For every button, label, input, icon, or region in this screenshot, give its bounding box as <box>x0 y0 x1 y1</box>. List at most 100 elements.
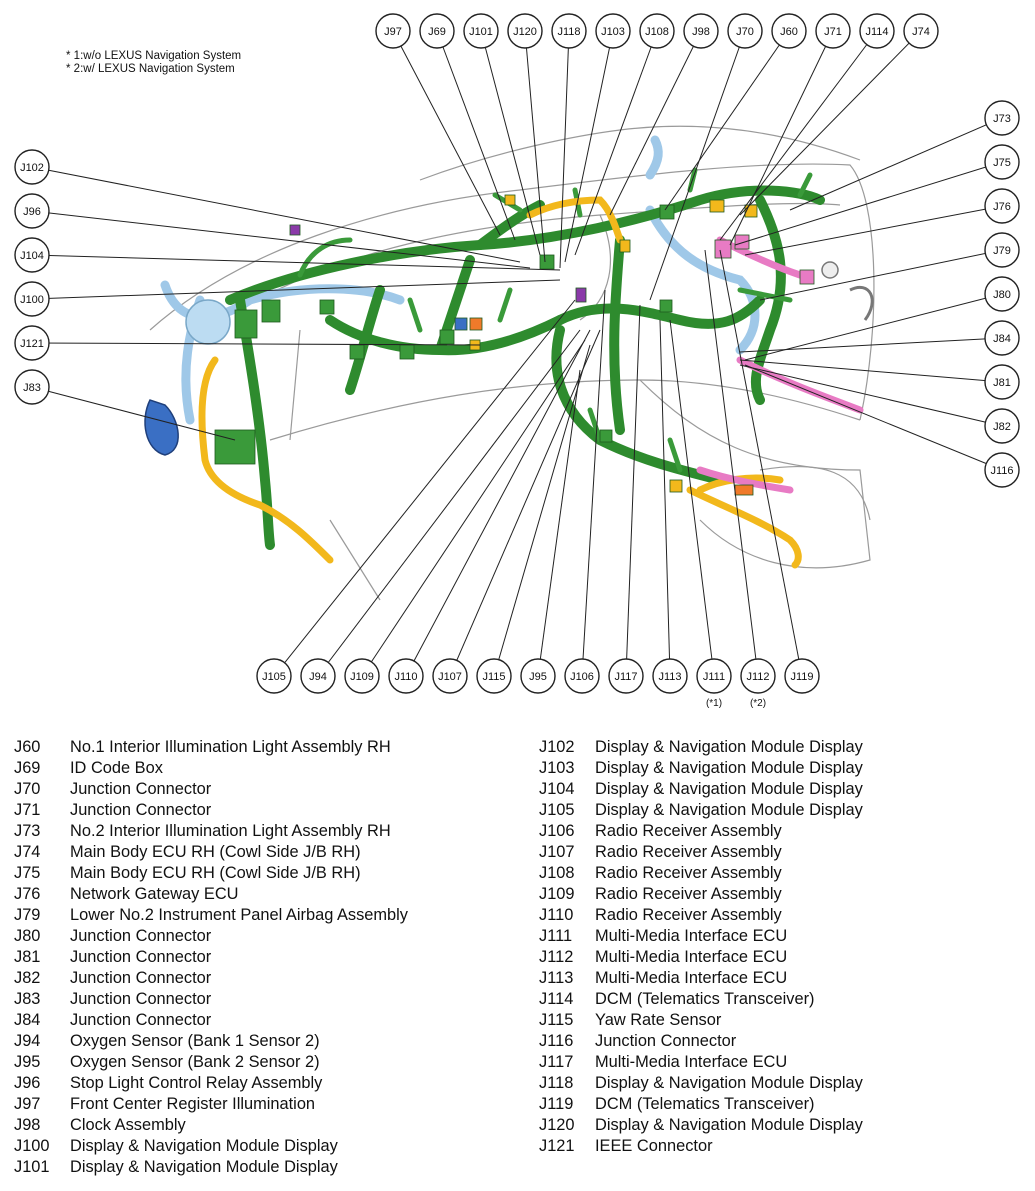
callout-label-j80: J80 <box>993 289 1011 301</box>
legend-code: J101 <box>14 1158 50 1176</box>
callout-label-j107: J107 <box>438 671 462 683</box>
legend-description: Junction Connector <box>70 948 212 966</box>
callout-circle-j106 <box>564 658 600 694</box>
callout-circle-j109 <box>344 658 380 694</box>
legend-description: Oxygen Sensor (Bank 1 Sensor 2) <box>70 1032 320 1050</box>
callout-label-j104: J104 <box>20 250 44 262</box>
right-pipe <box>849 285 874 321</box>
legend-row: J113 Multi-Media Interface ECU <box>539 968 863 989</box>
legend-description: Multi-Media Interface ECU <box>595 969 788 987</box>
yellow-harness <box>198 196 802 569</box>
callout-label-j100: J100 <box>20 294 44 306</box>
callout-label-j108: J108 <box>645 26 669 38</box>
callout-label-j70: J70 <box>736 26 754 38</box>
callout-circle-j79 <box>984 232 1020 268</box>
leader-line-j118 <box>559 30 570 269</box>
leader-line-j103 <box>564 30 614 263</box>
legend-description: Multi-Media Interface ECU <box>595 1053 788 1071</box>
leader-line-j117 <box>625 304 641 677</box>
legend-code: J110 <box>539 906 574 924</box>
callout-circle-j60 <box>771 13 807 49</box>
leader-line-j114 <box>719 30 878 241</box>
legend-description: Junction Connector <box>70 927 212 945</box>
legend-description: Display & Navigation Module Display <box>595 780 863 798</box>
callout-circle-j104 <box>14 237 50 273</box>
legend-description: Main Body ECU RH (Cowl Side J/B RH) <box>70 864 361 882</box>
leader-line-j79 <box>759 249 1003 301</box>
callout-label-j115: J115 <box>482 671 505 683</box>
callout-label-j103: J103 <box>601 26 625 38</box>
leader-line-j76 <box>744 205 1003 256</box>
leader-line-j108 <box>574 30 658 256</box>
callout-label-j60: J60 <box>780 26 798 38</box>
callout-circle-j96 <box>14 193 50 229</box>
legend-code: J82 <box>14 969 41 987</box>
callout-circle-j97 <box>375 13 411 49</box>
callout-circle-j114 <box>859 13 895 49</box>
legend-description: Front Center Register Illumination <box>70 1095 316 1113</box>
callout-circle-j120 <box>507 13 543 49</box>
callout-circle-j83 <box>14 369 50 405</box>
callout-circle-j115 <box>476 658 512 694</box>
legend-description: Yaw Rate Sensor <box>595 1011 722 1029</box>
callout-circle-j107 <box>432 658 468 694</box>
callout-label-j84: J84 <box>993 333 1011 345</box>
legend-description: Display & Navigation Module Display <box>595 1074 863 1092</box>
legend-code: J113 <box>539 969 574 987</box>
legend-code: J60 <box>14 738 41 756</box>
callout-label-j94: J94 <box>309 671 327 683</box>
right-bulb <box>821 261 839 279</box>
callout-label-j69: J69 <box>428 26 446 38</box>
callout-circle-j121 <box>14 325 50 361</box>
legend-description: Junction Connector <box>70 969 212 987</box>
callout-circle-j98 <box>683 13 719 49</box>
legend-row: J82 Junction Connector <box>14 968 408 989</box>
callout-label-j75: J75 <box>993 157 1011 169</box>
leader-line-j81 <box>739 359 1003 383</box>
callout-label-j74: J74 <box>912 26 930 38</box>
leader-line-j100 <box>31 279 561 300</box>
legend-description: Lower No.2 Instrument Panel Airbag Assem… <box>70 906 408 924</box>
callout-circle-j76 <box>984 188 1020 224</box>
legend-code: J69 <box>14 759 41 777</box>
legend-code: J74 <box>14 843 41 861</box>
legend-description: Junction Connector <box>595 1032 737 1050</box>
legend-code: J71 <box>14 801 41 819</box>
legend-description: Junction Connector <box>70 1011 212 1029</box>
legend-description: No.1 Interior Illumination Light Assembl… <box>70 738 391 756</box>
callout-circle-j71 <box>815 13 851 49</box>
leader-line-j60 <box>664 30 790 211</box>
leader-line-j110 <box>405 329 591 677</box>
callout-label-j79: J79 <box>993 245 1011 257</box>
callout-label-j97: J97 <box>384 26 402 38</box>
callout-label-j105: J105 <box>262 671 286 683</box>
legend-code: J79 <box>14 906 41 924</box>
leader-line-j116 <box>744 364 1003 471</box>
legend-code: J102 <box>539 738 575 756</box>
callout-circle-j101 <box>463 13 499 49</box>
callout-label-j81: J81 <box>993 377 1011 389</box>
leader-line-j104 <box>31 254 561 271</box>
legend-description: Multi-Media Interface ECU <box>595 927 788 945</box>
callout-circle-j111 <box>696 658 732 694</box>
callout-label-j95: J95 <box>529 671 547 683</box>
legend-code: J83 <box>14 990 41 1008</box>
legend-code: J95 <box>14 1053 41 1071</box>
legend-code: J120 <box>539 1116 575 1134</box>
